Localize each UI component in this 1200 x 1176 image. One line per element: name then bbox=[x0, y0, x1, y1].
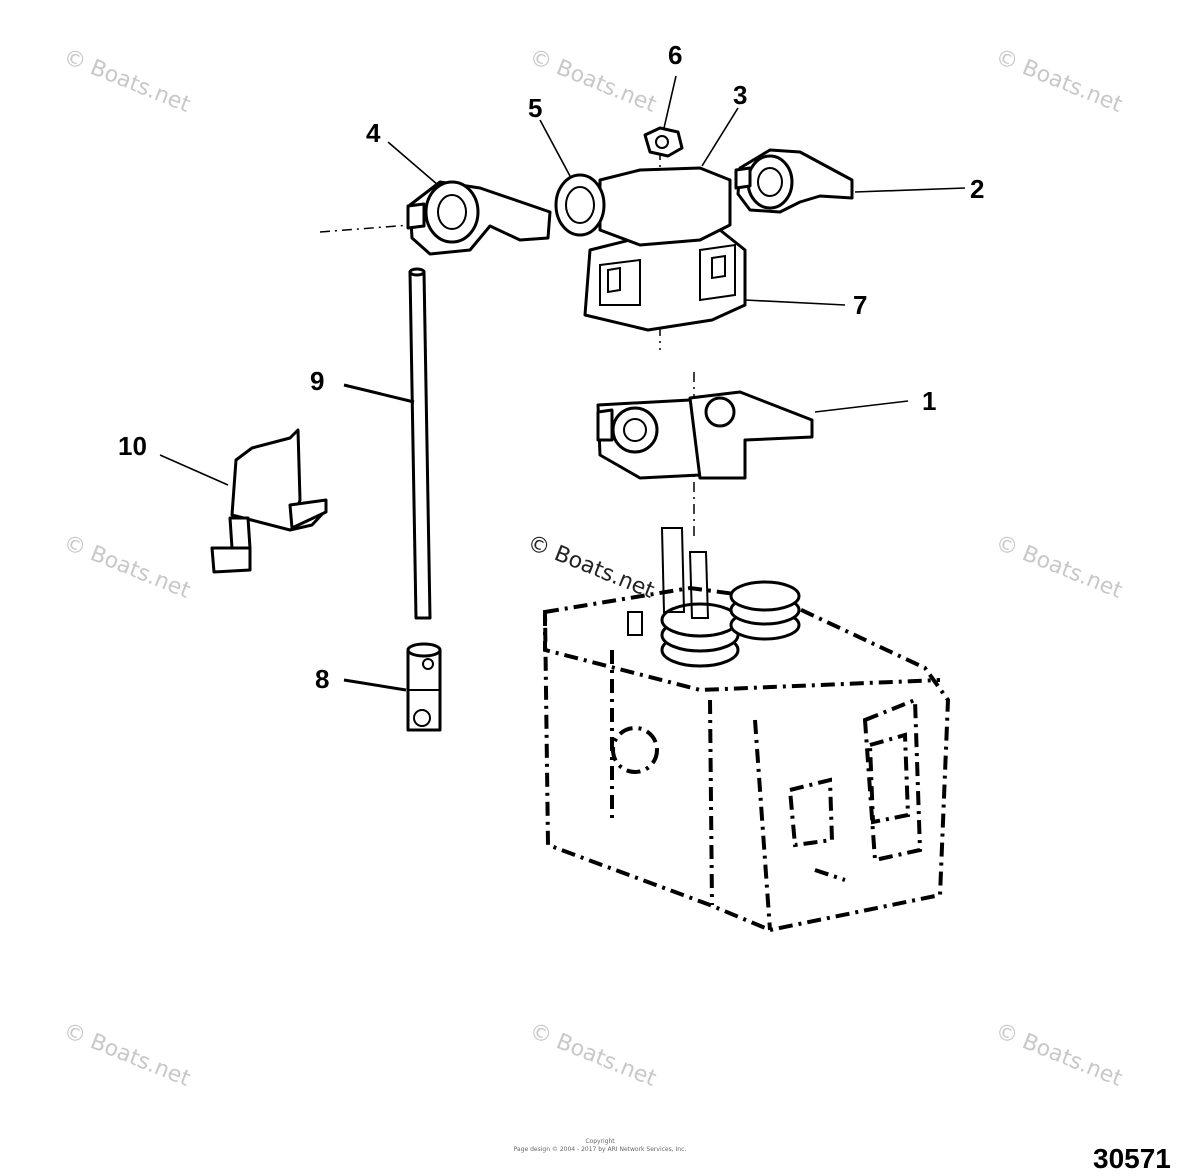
callout-7: 7 bbox=[853, 290, 867, 320]
watermark-top-center: © Boats.net bbox=[526, 44, 660, 118]
rocker-pivot bbox=[554, 166, 732, 247]
callout-10: 10 bbox=[118, 431, 147, 461]
watermark-bottom-right: © Boats.net bbox=[992, 1018, 1126, 1092]
rocker-arm-assembly bbox=[596, 390, 814, 480]
rocker-arm-right bbox=[734, 148, 854, 214]
callout-1: 1 bbox=[922, 386, 936, 416]
callout-6: 6 bbox=[668, 40, 682, 70]
push-rod bbox=[408, 267, 432, 620]
callout-5: 5 bbox=[528, 93, 542, 123]
rocker-nut bbox=[643, 126, 684, 158]
watermark-center: © Boats.net bbox=[524, 530, 658, 604]
leader-lines bbox=[159, 75, 966, 692]
watermark-mid-left: © Boats.net bbox=[60, 530, 194, 604]
watermark-mid-right: © Boats.net bbox=[992, 530, 1126, 604]
watermark-top-right: © Boats.net bbox=[992, 44, 1126, 118]
footer: Copyright Page design © 2004 - 2017 by A… bbox=[514, 1138, 1171, 1174]
callout-4: 4 bbox=[366, 118, 381, 148]
valve-springs bbox=[627, 527, 801, 668]
valve-lifter bbox=[406, 642, 442, 732]
lifter-guide bbox=[210, 428, 328, 574]
callout-9: 9 bbox=[310, 366, 324, 396]
copyright-line-2: Page design © 2004 - 2017 by ARI Network… bbox=[514, 1146, 687, 1153]
callout-3: 3 bbox=[733, 80, 747, 110]
copyright-line-1: Copyright bbox=[585, 1138, 615, 1145]
callout-8: 8 bbox=[315, 664, 329, 694]
rocker-bracket bbox=[583, 228, 747, 332]
callout-labels: 1 2 3 4 5 6 7 8 9 10 bbox=[118, 40, 984, 694]
rocker-arm-left bbox=[406, 180, 552, 256]
watermark-top-left: © Boats.net bbox=[60, 44, 194, 118]
watermark-bottom-left: © Boats.net bbox=[60, 1018, 194, 1092]
watermark-bottom-center: © Boats.net bbox=[526, 1018, 660, 1092]
callout-2: 2 bbox=[970, 174, 984, 204]
cylinder-head bbox=[542, 585, 951, 933]
drawing-number: 30571 bbox=[1093, 1143, 1171, 1174]
